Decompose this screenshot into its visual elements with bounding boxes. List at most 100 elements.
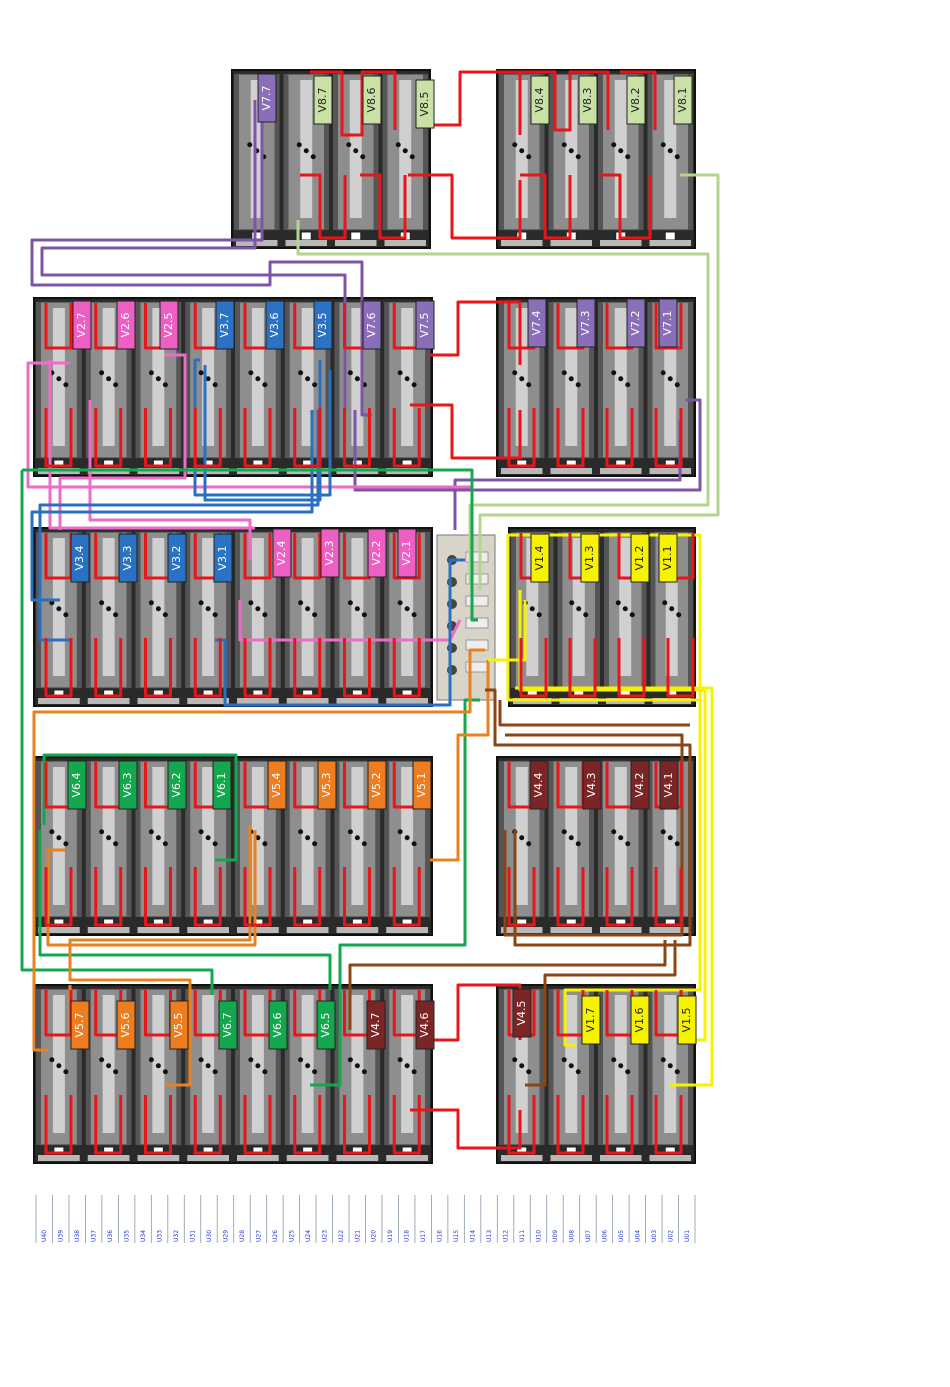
cable-red	[392, 408, 421, 468]
ruler-label: U38	[74, 1230, 81, 1242]
ruler-label: U01	[684, 1230, 691, 1242]
cable-brown	[503, 733, 684, 937]
cable-red	[94, 867, 123, 927]
node-tag-label: V7.2	[629, 310, 642, 335]
node-tag: V2.6	[116, 300, 136, 350]
cable-red	[507, 408, 536, 468]
cable-red	[430, 300, 522, 365]
node-tag: V5.7	[70, 1000, 90, 1050]
node-tag-label: V8.1	[676, 87, 689, 112]
cable-red	[243, 867, 272, 927]
cable-red	[193, 408, 222, 468]
node-tag-label: V4.4	[532, 772, 545, 797]
cable-red	[343, 867, 371, 927]
cable-red	[94, 638, 123, 698]
node-tag-label: V4.7	[369, 1012, 382, 1037]
ruler-label: U15	[453, 1230, 460, 1242]
ruler-label: U07	[585, 1230, 592, 1242]
node-tag: V2.7	[72, 300, 92, 350]
ruler-label: U29	[222, 1230, 229, 1242]
cable-orange	[32, 648, 485, 1052]
cable-red	[300, 173, 347, 240]
node-tag-label: V6.5	[319, 1012, 332, 1037]
cable-red	[556, 867, 585, 927]
node-tag: V6.1	[212, 760, 232, 810]
cable-purple	[30, 95, 372, 417]
ruler-label: U03	[651, 1230, 658, 1242]
node-tag: V2.3	[320, 528, 340, 578]
node-tag: V3.5	[313, 300, 333, 350]
cable-red	[654, 303, 683, 350]
node-tag-label: V3.3	[121, 545, 134, 570]
cable-red	[343, 408, 371, 468]
ruler-label: U20	[371, 1230, 378, 1242]
cable-red	[520, 173, 572, 240]
node-tag-label: V2.6	[119, 312, 132, 337]
node-tag: V1.3	[580, 533, 600, 583]
node-tag-label: V4.2	[633, 772, 646, 797]
ruler-label: U27	[255, 1230, 262, 1242]
cable-red	[408, 173, 522, 240]
cable-red	[392, 533, 421, 580]
cable-yellow	[563, 700, 702, 1047]
node-tag-label: V3.6	[268, 312, 281, 337]
node-tag: V8.3	[578, 75, 598, 125]
node-tag: V5.3	[317, 760, 337, 810]
node-tag: V5.4	[267, 760, 287, 810]
node-tag: V8.2	[626, 75, 646, 125]
node-tag: V8.6	[362, 75, 382, 125]
node-tag-label: V8.5	[418, 91, 431, 116]
cable-light-green	[296, 220, 710, 585]
node-tag: V4.6	[415, 1000, 435, 1050]
ruler-label: U18	[404, 1230, 411, 1242]
cable-red	[144, 408, 172, 468]
node-tag-label: V8.6	[365, 87, 378, 112]
node-tag: V2.5	[159, 300, 179, 350]
ruler-label: U06	[601, 1230, 608, 1242]
node-tag-label: V1.3	[583, 545, 596, 570]
node-tag-label: V4.3	[585, 772, 598, 797]
node-tag: V1.5	[677, 995, 697, 1045]
cable-pink	[58, 353, 187, 530]
cable-red	[44, 638, 73, 698]
node-tag-label: V7.4	[530, 310, 543, 335]
node-tag-label: V1.1	[661, 545, 674, 570]
cable-yellow	[515, 686, 714, 1087]
cable-red	[520, 70, 610, 132]
node-tag-label: V6.4	[70, 772, 83, 797]
node-tag-label: V1.7	[584, 1007, 597, 1032]
node-tag-label: V2.2	[370, 540, 383, 565]
node-tag: V6.2	[167, 760, 187, 810]
cable-red	[94, 1095, 123, 1155]
cable-red	[605, 1095, 634, 1155]
node-tag: V7.3	[576, 298, 596, 348]
node-tag: V7.6	[362, 300, 382, 350]
ruler-label: U10	[535, 1230, 542, 1242]
node-tag: V5.1	[412, 760, 432, 810]
ruler-label: U24	[305, 1230, 312, 1242]
cable-red	[617, 638, 646, 698]
cable-green	[20, 470, 214, 995]
cable-red	[410, 1108, 522, 1150]
ruler-label: U04	[634, 1230, 641, 1242]
node-tag-label: V2.5	[162, 312, 175, 337]
node-tag-label: V3.7	[218, 312, 231, 337]
node-tag: V6.6	[268, 1000, 288, 1050]
node-tag-label: V1.4	[533, 545, 546, 570]
cable-red	[44, 303, 73, 350]
switch-port	[465, 617, 489, 629]
cable-red	[44, 1095, 73, 1155]
cable-red	[193, 1095, 222, 1155]
cable-red	[392, 867, 421, 927]
node-tag-label: V7.3	[579, 310, 592, 335]
ruler-label: U25	[288, 1230, 295, 1242]
ruler-label: U14	[470, 1230, 477, 1242]
cables	[20, 70, 720, 1155]
cable-red	[44, 867, 73, 927]
cable-red	[519, 638, 548, 698]
ruler-label: U08	[568, 1230, 575, 1242]
ruler-label: U33	[157, 1230, 164, 1242]
cable-light-green	[478, 173, 720, 590]
cable-red	[343, 638, 371, 698]
